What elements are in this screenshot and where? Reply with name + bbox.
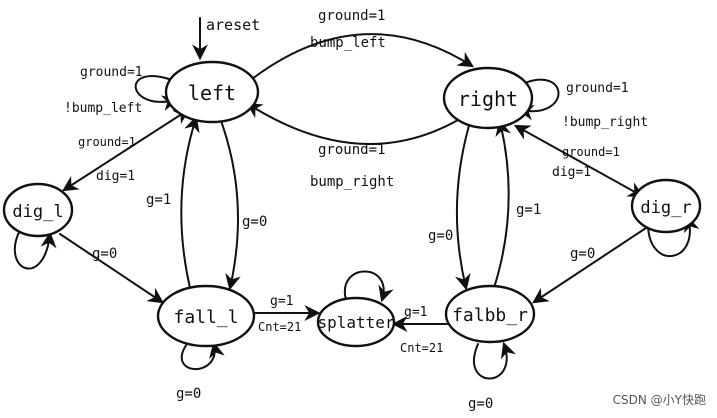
state-dig-l-label: dig_l <box>12 202 63 222</box>
edge-right-dig-r <box>513 124 645 198</box>
label-right-fall-g0: g=0 <box>428 228 453 244</box>
edge-fall-r-to-right <box>493 119 511 289</box>
left-self-loop <box>134 75 179 111</box>
label-mid-ground: ground=1 <box>318 142 385 158</box>
edge-dig-l-fall-l <box>59 233 164 304</box>
state-fall-l: fall_l <box>156 284 256 348</box>
label-top-ground: ground=1 <box>318 8 385 24</box>
label-top-bump-left: bump_left <box>310 35 386 51</box>
edge-fall-l-to-left <box>180 115 200 289</box>
label-dig-r-dig: dig=1 <box>552 165 591 180</box>
fall-l-self-loop <box>180 339 225 371</box>
state-right-label: right <box>458 87 518 111</box>
dig-l-self-loop <box>13 229 57 270</box>
label-dig-r-ground: ground=1 <box>562 145 620 159</box>
label-right-self-ground: ground=1 <box>566 81 629 96</box>
edge-dig-r-fall-r <box>531 227 647 304</box>
edge-left-to-fall-l <box>219 117 241 291</box>
label-dig-l-g0: g=0 <box>92 246 117 262</box>
label-fall-l-cnt: Cnt=21 <box>258 320 301 334</box>
label-dig-l-ground: ground=1 <box>78 135 136 149</box>
label-right-self-bump: !bump_right <box>562 115 648 130</box>
state-right: right <box>442 66 534 130</box>
edge-left-to-right <box>247 33 475 83</box>
state-fall-l-label: fall_l <box>173 307 238 328</box>
dig-r-self-loop <box>647 215 700 257</box>
state-fall-r-label: falbb_r <box>452 305 528 326</box>
right-self-loop <box>517 78 560 121</box>
state-splatter: splatter <box>316 296 396 348</box>
label-dig-r-g0: g=0 <box>570 246 595 262</box>
label-right-fall-g1: g=1 <box>516 202 541 218</box>
label-fall-r-cnt: Cnt=21 <box>400 341 443 355</box>
edge-right-to-fall-r <box>455 121 471 291</box>
label-left-self-bump: !bump_left <box>64 101 142 116</box>
watermark: CSDN @小Y快跑 <box>613 393 706 407</box>
label-left-self-ground: ground=1 <box>80 65 143 80</box>
edge-right-to-left <box>245 102 459 146</box>
splatter-self-loop <box>343 270 394 303</box>
label-fall-l-g1: g=1 <box>270 294 293 309</box>
state-left-label: left <box>188 81 236 105</box>
state-dig-l: dig_l <box>2 182 74 238</box>
label-dig-l-dig: dig=1 <box>96 169 135 184</box>
label-areset: areset <box>206 16 260 34</box>
edge-left-dig-l <box>61 108 191 192</box>
state-dig-r-label: dig_r <box>640 198 691 218</box>
fall-r-self-loop <box>473 341 517 380</box>
state-dig-r: dig_r <box>630 178 702 234</box>
label-mid-bump-right: bump_right <box>310 174 394 190</box>
label-fall-r-g1: g=1 <box>404 305 427 320</box>
label-fall-l-self: g=0 <box>176 386 201 402</box>
state-splatter-label: splatter <box>317 313 394 332</box>
label-left-fall-g1: g=1 <box>146 192 171 208</box>
label-left-fall-g0: g=0 <box>242 214 267 230</box>
label-fall-r-self: g=0 <box>468 396 493 412</box>
state-left: left <box>164 60 260 124</box>
edge-labels: areset ground=1 bump_left ground=1 !bump… <box>64 8 648 412</box>
state-fall-r: falbb_r <box>444 284 536 344</box>
edges <box>13 17 700 380</box>
